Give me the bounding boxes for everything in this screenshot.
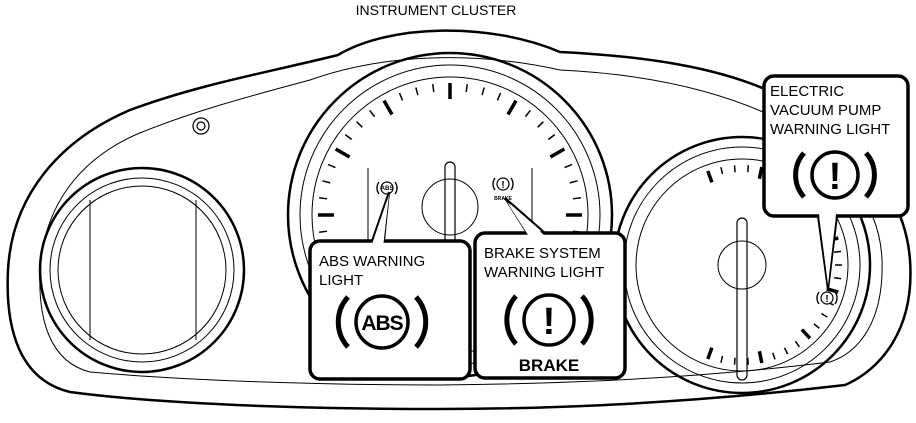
left-gauge: [38, 166, 246, 374]
center-gauge-tick: [415, 87, 419, 96]
right-gauge-tick: [706, 170, 714, 183]
center-gauge-tick: [319, 230, 328, 233]
right-gauge-tick: [720, 167, 724, 175]
center-gauge-tick: [344, 134, 353, 141]
right-gauge-tick: [834, 250, 842, 254]
center-gauge-tick: [496, 92, 502, 101]
center-gauge-tick: [569, 180, 578, 184]
evp-callout-line3: WARNING LIGHT: [770, 121, 890, 138]
brake-big-excl: !: [543, 301, 556, 343]
evp-callout-line1: ELECTRIC: [770, 83, 844, 100]
abs-callout-line2: LIGHT: [319, 272, 363, 289]
diagram-title: INSTRUMENT CLUSTER: [356, 2, 517, 18]
brake-warning-big-icon: !: [504, 293, 594, 347]
center-gauge-tick: [481, 87, 485, 96]
center-gauge-tick: [572, 197, 581, 200]
center-gauge-tick: [537, 121, 544, 128]
center-gauge-tick: [465, 84, 468, 93]
abs-callout: ABS WARNING LIGHT ABS: [308, 191, 472, 381]
center-gauge-tick: [327, 163, 336, 169]
abs-warning-big-icon: ABS: [335, 294, 429, 350]
brake-callout-caption: BRAKE: [519, 356, 579, 375]
right-gauge-tick: [783, 347, 789, 355]
center-gauge-tick: [356, 121, 363, 128]
right-gauge-tick: [772, 352, 776, 360]
abs-warning-icon: ABS: [376, 181, 398, 195]
trip-knob: [192, 117, 210, 135]
evp-big-excl: !: [829, 156, 842, 198]
brake-small-label: BRAKE: [494, 196, 512, 202]
center-gauge-tick: [398, 92, 404, 101]
center-gauge-tick: [549, 147, 566, 159]
right-gauge-tick: [757, 350, 764, 364]
center-gauge-tick: [382, 99, 394, 116]
right-gauge-tick: [800, 328, 812, 340]
brake-callout-line2: WARNING LIGHT: [484, 264, 604, 281]
vacuum-pump-warning-icon: !: [816, 291, 838, 305]
center-gauge-tick: [319, 197, 328, 200]
right-gauge-tick: [813, 323, 820, 329]
evp-callout-line2: VACUUM PUMP: [770, 102, 881, 119]
evp-callout: ELECTRIC VACUUM PUMP WARNING LIGHT !: [762, 74, 910, 291]
evp-warning-big-icon: !: [793, 150, 877, 200]
right-gauge-tick: [820, 312, 828, 318]
brake-callout: BRAKE SYSTEM WARNING LIGHT ! BRAKE: [473, 197, 627, 380]
abs-small-label: ABS: [381, 186, 394, 192]
right-gauge-tick: [794, 340, 800, 348]
center-gauge-tick: [432, 84, 435, 93]
center-gauge-tick: [506, 99, 518, 116]
center-gauge-tick: [524, 109, 531, 118]
abs-callout-line1: ABS WARNING: [319, 253, 425, 270]
center-gauge-tick: [547, 134, 556, 141]
brake-small-excl: !: [501, 180, 504, 191]
right-gauge-tick: [733, 165, 736, 173]
right-gauge-tick: [757, 166, 764, 180]
right-gauge-tick: [720, 355, 724, 363]
brake-warning-icon: ! BRAKE: [492, 177, 514, 202]
right-gauge-tick: [733, 357, 736, 365]
abs-big-label: ABS: [361, 312, 403, 335]
brake-callout-line1: BRAKE SYSTEM: [484, 245, 601, 262]
right-gauge-tick: [706, 347, 714, 360]
center-gauge-tick: [369, 109, 376, 118]
evp-small-excl: !: [825, 294, 828, 305]
right-gauge-tick: [834, 276, 842, 280]
center-gauge-tick: [334, 147, 351, 159]
cluster-housing: [6, 29, 912, 411]
center-gauge-tick: [564, 163, 573, 169]
center-gauge-tick: [322, 180, 331, 184]
